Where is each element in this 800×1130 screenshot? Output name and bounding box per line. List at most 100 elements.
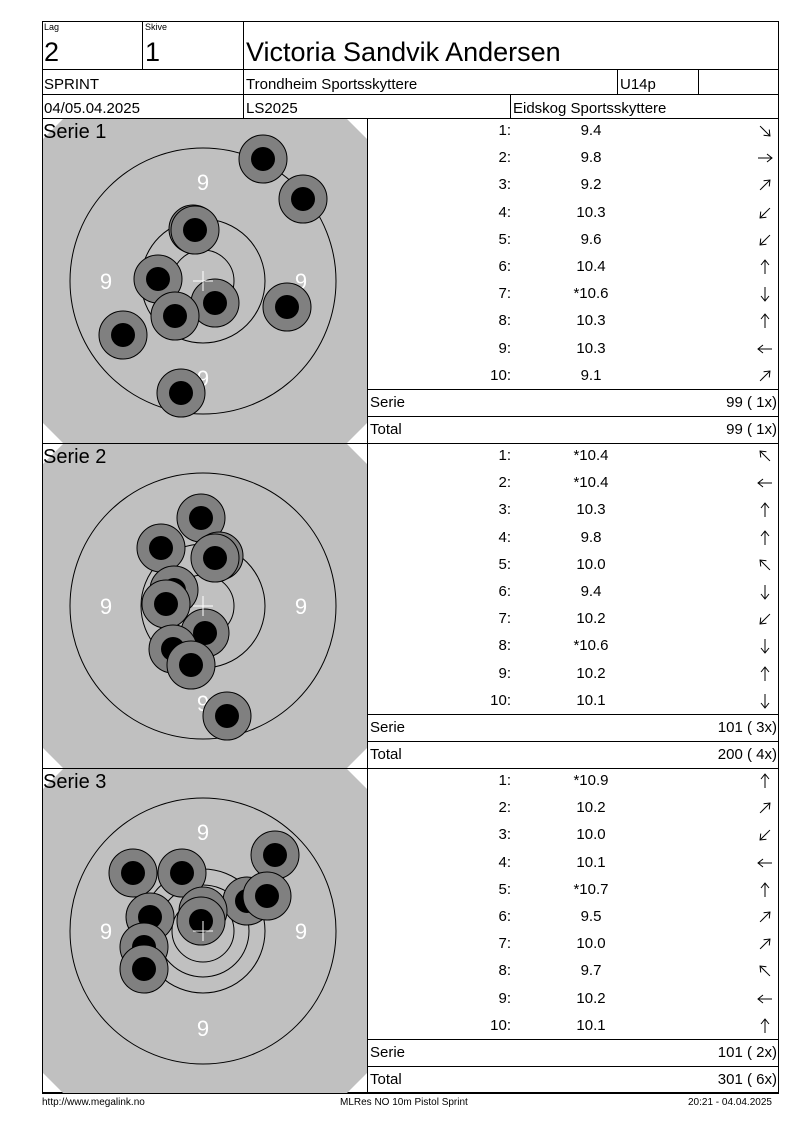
shot-score: *10.4 — [573, 474, 609, 492]
shot-number: 2: — [498, 799, 511, 817]
shot-impact-center — [251, 147, 275, 171]
shot-direction-arrow-icon — [759, 450, 771, 462]
shot-number: 9: — [498, 339, 511, 357]
running-total-value: 99 ( 1x) — [726, 421, 777, 438]
shot-impact-center — [215, 704, 239, 728]
shot-score: 9.5 — [580, 908, 602, 925]
lag-label: Lag — [44, 22, 60, 32]
shot-direction-arrow-icon — [760, 693, 770, 709]
shot-direction-arrow-icon — [757, 858, 772, 867]
shot-direction-arrow-icon — [760, 881, 770, 897]
table-divider — [367, 389, 779, 390]
shot-number: 3: — [498, 501, 511, 519]
shot-number: 7: — [498, 285, 511, 303]
shot-score: 10.1 — [576, 691, 606, 709]
event-name: SPRINT — [44, 76, 100, 93]
shot-number: 4: — [498, 528, 511, 546]
header-divider — [42, 94, 779, 95]
shot-direction-arrow-icon — [757, 994, 772, 1003]
shot-direction-arrow-icon — [760, 502, 770, 518]
target-ring-outer — [69, 472, 337, 740]
club-name: Trondheim Sportsskyttere — [246, 76, 418, 93]
organizer-name: Eidskog Sportsskyttere — [513, 100, 667, 117]
lag-value: 2 — [44, 37, 60, 67]
shot-impact-center — [163, 304, 187, 328]
shot-score: 9.6 — [580, 230, 602, 248]
shot-direction-arrow-icon — [760, 773, 770, 788]
header-divider — [42, 118, 779, 119]
shot-score: 10.0 — [576, 555, 606, 573]
shot-impact-center — [291, 187, 315, 211]
shot-score: 10.0 — [576, 826, 606, 844]
ring-number-label: 9 — [197, 820, 209, 845]
series-title: Serie 2 — [43, 446, 107, 468]
header-divider — [243, 21, 244, 118]
shot-number: 5: — [498, 880, 511, 898]
shot-number: 2: — [498, 149, 511, 167]
target-table-divider — [367, 768, 368, 1093]
target-ring-outer — [69, 147, 337, 415]
competition-code: LS2025 — [246, 100, 298, 117]
shot-direction-arrow-icon — [759, 207, 771, 219]
shot-number: 8: — [498, 962, 511, 980]
shot-number: 5: — [498, 555, 511, 573]
shot-score: 10.3 — [576, 501, 606, 519]
shot-direction-arrow-icon — [760, 313, 770, 329]
shot-direction-arrow-icon — [760, 529, 770, 545]
shot-impact-center — [121, 861, 145, 885]
shot-score: 9.7 — [580, 962, 602, 980]
series-divider — [42, 768, 779, 769]
shot-impact-center — [179, 653, 203, 677]
skive-label: Skive — [145, 22, 168, 32]
shot-direction-arrow-icon — [759, 965, 771, 977]
scorecard-frame — [42, 21, 779, 1093]
table-divider — [367, 1066, 779, 1067]
shot-number: 10: — [490, 1016, 511, 1034]
shot-direction-arrow-icon — [760, 287, 770, 302]
serie-sum-label: Serie — [370, 719, 406, 736]
running-total-label: Total — [370, 1071, 402, 1088]
shot-impact-center — [275, 295, 299, 319]
shot-number: 6: — [498, 908, 511, 925]
shot-score: 10.2 — [576, 799, 606, 817]
table-divider — [367, 714, 779, 715]
header-divider — [617, 69, 618, 94]
shot-number: 9: — [498, 664, 511, 682]
table-divider — [367, 1039, 779, 1040]
shot-direction-arrow-icon — [759, 613, 771, 625]
header-divider — [698, 69, 699, 94]
shot-number: 9: — [498, 989, 511, 1007]
shot-number: 3: — [498, 176, 511, 194]
shot-score: 10.4 — [576, 258, 606, 275]
shot-direction-arrow-icon — [759, 179, 771, 191]
target-ring-outer — [69, 797, 337, 1065]
shot-impact-center — [111, 323, 135, 347]
ring-number-label: 9 — [197, 170, 209, 195]
footer-url[interactable]: http://www.megalink.no — [42, 1097, 145, 1108]
shot-number: 7: — [498, 610, 511, 628]
series-title: Serie 1 — [43, 121, 107, 143]
shot-score: 9.2 — [580, 176, 602, 194]
shot-score: *10.9 — [573, 772, 609, 789]
ring-number-label: 9 — [197, 1016, 209, 1041]
shot-number: 5: — [498, 230, 511, 248]
shot-direction-arrow-icon — [757, 478, 772, 488]
serie-sum-value: 99 ( 1x) — [726, 394, 777, 411]
shot-number: 8: — [498, 312, 511, 330]
class-name: U14p — [620, 76, 656, 93]
shot-score: *10.6 — [573, 285, 609, 303]
shot-direction-arrow-icon — [760, 259, 770, 274]
shot-score: *10.4 — [573, 447, 609, 464]
shot-impact-center — [203, 546, 227, 570]
shot-direction-arrow-icon — [759, 911, 771, 923]
shot-score: 9.8 — [580, 149, 602, 167]
shot-impact-center — [183, 218, 207, 242]
shot-score: 10.3 — [576, 312, 606, 330]
shot-impact-center — [154, 592, 178, 616]
shot-number: 6: — [498, 583, 511, 600]
shot-number: 3: — [498, 826, 511, 844]
shot-impact-center — [170, 861, 194, 885]
shot-score: 9.8 — [580, 528, 602, 546]
